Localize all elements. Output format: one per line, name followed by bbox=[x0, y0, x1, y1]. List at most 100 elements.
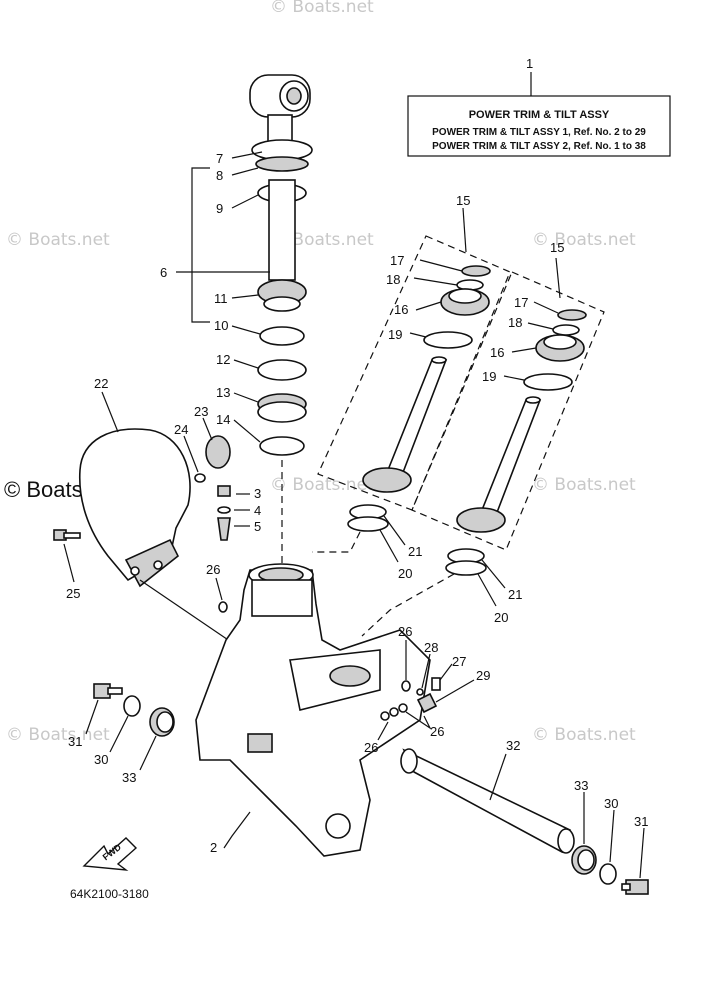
part-8-seal bbox=[255, 156, 309, 172]
leader-13 bbox=[233, 392, 259, 403]
part-30-right-washer bbox=[599, 863, 617, 885]
callout-8: 8 bbox=[216, 168, 223, 183]
callout-18-right: 18 bbox=[508, 315, 522, 330]
watermark-2: © Boats.net bbox=[270, 230, 374, 250]
callout-33-left: 33 bbox=[122, 770, 136, 785]
tilt-rod-right-top bbox=[525, 396, 541, 404]
part-2-housing: 2 bbox=[139, 460, 431, 857]
leader-23 bbox=[202, 417, 213, 441]
leader-17-left bbox=[419, 259, 463, 272]
part-23-filter bbox=[205, 435, 231, 469]
bracket-6 bbox=[191, 167, 210, 323]
watermark-1: © Boats.net bbox=[6, 230, 110, 250]
callout-32: 32 bbox=[506, 738, 520, 753]
tilt-rod-left bbox=[386, 359, 448, 477]
leader-21-left bbox=[383, 515, 406, 546]
leader-10 bbox=[231, 325, 261, 335]
motor-assembly: 22 23 24 25 bbox=[53, 376, 231, 601]
leader-16-right bbox=[511, 347, 537, 353]
part-16-left-top bbox=[448, 288, 482, 304]
title-box-frame bbox=[407, 95, 671, 157]
leader-15-left bbox=[462, 207, 467, 253]
callout-17-right: 17 bbox=[514, 295, 528, 310]
part-32-tube-end bbox=[400, 748, 418, 774]
callout-26-right: 26 bbox=[430, 724, 444, 739]
leader-33-left bbox=[139, 735, 157, 771]
leader-8 bbox=[231, 167, 259, 176]
title-heading: POWER TRIM & TILT ASSY bbox=[469, 109, 610, 121]
left-bushing-group: 31 30 33 bbox=[68, 683, 175, 785]
part-14-oring bbox=[259, 436, 305, 456]
part-27-pin bbox=[431, 677, 441, 691]
leader-19-left bbox=[409, 332, 427, 338]
flange-hole-1 bbox=[130, 566, 140, 576]
callout-18-left: 18 bbox=[386, 272, 400, 287]
part-31-left-shank bbox=[107, 687, 123, 695]
callout-31-right: 31 bbox=[634, 814, 648, 829]
part-3-plug bbox=[217, 485, 231, 497]
leader-21-right bbox=[481, 559, 506, 589]
part-12-ring bbox=[257, 359, 307, 381]
callout-15-right: 15 bbox=[550, 240, 564, 255]
callout-3: 3 bbox=[254, 486, 261, 501]
housing-cylinder-top bbox=[251, 579, 313, 617]
callout-16-right: 16 bbox=[490, 345, 504, 360]
part-31-right-shank bbox=[621, 883, 631, 891]
callout-1: 1 bbox=[526, 56, 533, 71]
leader-27 bbox=[439, 663, 453, 681]
callout-26-bottom: 26 bbox=[364, 740, 378, 755]
piston-rod bbox=[268, 179, 296, 281]
callout-17-left: 17 bbox=[390, 253, 404, 268]
part-20-left bbox=[347, 516, 389, 532]
callout-15-left: 15 bbox=[456, 193, 470, 208]
leader-20-right bbox=[477, 573, 497, 607]
callout-4: 4 bbox=[254, 503, 261, 518]
diagram-code: 64K2100-3180 bbox=[70, 887, 149, 901]
tilt-rod-left-top bbox=[431, 356, 447, 364]
callout-29: 29 bbox=[476, 668, 490, 683]
leader-31-right bbox=[639, 827, 645, 879]
tilt-cylinder-left: 15 17 18 16 19 bbox=[317, 193, 511, 511]
callout-20-right: 20 bbox=[494, 610, 508, 625]
callout-16-left: 16 bbox=[394, 302, 408, 317]
title-line-2: POWER TRIM & TILT ASSY 2, Ref. No. 1 to … bbox=[432, 141, 646, 152]
leader-14 bbox=[233, 419, 261, 443]
leader-16-left bbox=[415, 301, 442, 311]
leader-32 bbox=[489, 753, 507, 801]
watermark-8: © Boats.net bbox=[532, 725, 636, 745]
title-box: 1 POWER TRIM & TILT ASSY POWER TRIM & TI… bbox=[407, 56, 671, 157]
housing-body bbox=[195, 569, 431, 857]
part-16-right-top bbox=[543, 334, 577, 350]
watermark-5: © Boats.net bbox=[532, 475, 636, 495]
leader-12 bbox=[233, 359, 259, 369]
part-32-tube-end-right bbox=[557, 828, 575, 854]
title-line-1: POWER TRIM & TILT ASSY 1, Ref. No. 2 to … bbox=[432, 127, 646, 138]
callout-24: 24 bbox=[174, 422, 188, 437]
callout-21-right: 21 bbox=[508, 587, 522, 602]
seals-20-21: 21 20 21 20 bbox=[312, 504, 522, 637]
leader-22 bbox=[101, 391, 119, 433]
callout-20-left: 20 bbox=[398, 566, 412, 581]
part-24-oring bbox=[194, 473, 206, 483]
callout-11: 11 bbox=[214, 291, 228, 306]
callout-23: 23 bbox=[194, 404, 208, 419]
callout-7: 7 bbox=[216, 151, 223, 166]
callout-2: 2 bbox=[210, 840, 217, 855]
leader-28 bbox=[421, 653, 431, 689]
part-19-left bbox=[423, 331, 473, 349]
part-28-ball bbox=[416, 688, 424, 696]
part-26-top bbox=[218, 601, 228, 613]
part-33-left-face bbox=[156, 711, 174, 733]
callout-group-7-11: 7 8 9 6 11 10 12 13 14 bbox=[160, 151, 270, 443]
part-26-c bbox=[398, 703, 408, 713]
leader-30-right bbox=[609, 809, 615, 863]
part-32-tube bbox=[402, 748, 571, 854]
part-10-oring bbox=[259, 326, 305, 346]
callout-25: 25 bbox=[66, 586, 80, 601]
callout-33-right: 33 bbox=[574, 778, 588, 793]
callout-27: 27 bbox=[452, 654, 466, 669]
part-17-right bbox=[557, 309, 587, 321]
fwd-arrow-shape bbox=[82, 837, 138, 871]
callout-28: 28 bbox=[424, 640, 438, 655]
